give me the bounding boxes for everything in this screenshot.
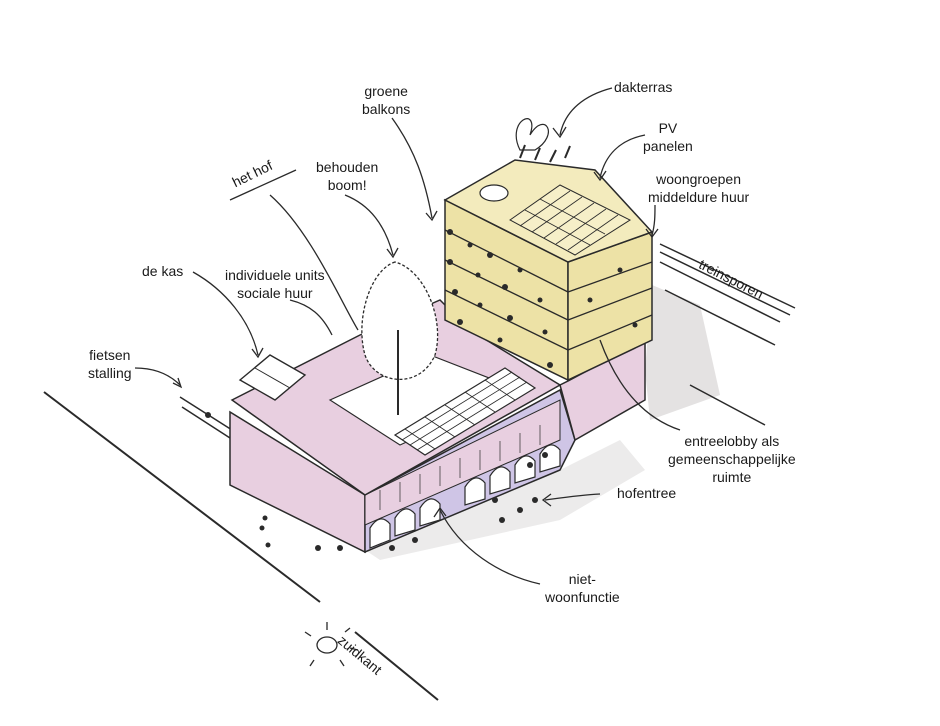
label-groene-balkons: groene balkons — [362, 83, 411, 117]
rooftop-pavilion — [479, 184, 509, 202]
label-entreelobby: entreelobby als gemeenschappelijke ruimt… — [668, 433, 796, 485]
preserved-tree — [361, 261, 439, 380]
label-hofentree: hofentree — [617, 485, 677, 501]
leader-arrows — [134, 87, 681, 585]
label-fietsen-stalling: fietsen stalling — [88, 347, 132, 381]
street-line-4 — [181, 406, 231, 439]
label-individuele-units: individuele units sociale huur — [225, 267, 325, 301]
label-de-kas: de kas — [142, 263, 184, 279]
pv-roof-grid — [401, 371, 528, 451]
rooftop-tree — [515, 118, 549, 151]
greenhouse-ridge — [254, 367, 291, 389]
sun-icon — [316, 636, 338, 654]
street-line-1 — [43, 391, 321, 603]
rooftop-plants — [519, 144, 571, 163]
rail-3 — [659, 261, 781, 323]
pv-tower-grid — [519, 190, 619, 251]
street-line-2 — [354, 631, 439, 701]
block-front-wall-upper — [364, 399, 561, 526]
rail-4 — [664, 289, 776, 346]
people-figures — [205, 412, 548, 551]
label-woongroepen: woongroepen middeldure huur — [648, 171, 750, 205]
het-hof-underline — [229, 169, 297, 201]
sun-rays — [304, 622, 359, 667]
label-pv-panelen: PV panelen — [643, 120, 693, 154]
arrow-heads — [172, 126, 659, 518]
tower-floor-lines — [444, 229, 653, 351]
rail-5 — [689, 384, 766, 426]
rail-2 — [659, 251, 791, 316]
block-shadow — [365, 440, 645, 560]
label-dakterras: dakterras — [614, 79, 673, 95]
arcade-arches — [369, 444, 561, 549]
rail-1 — [659, 243, 796, 309]
tower-shadow — [645, 285, 720, 420]
balcony-plants — [447, 229, 638, 368]
label-niet-woonfunctie: niet- woonfunctie — [545, 571, 620, 605]
label-behouden-boom: behouden boom! — [316, 159, 379, 193]
